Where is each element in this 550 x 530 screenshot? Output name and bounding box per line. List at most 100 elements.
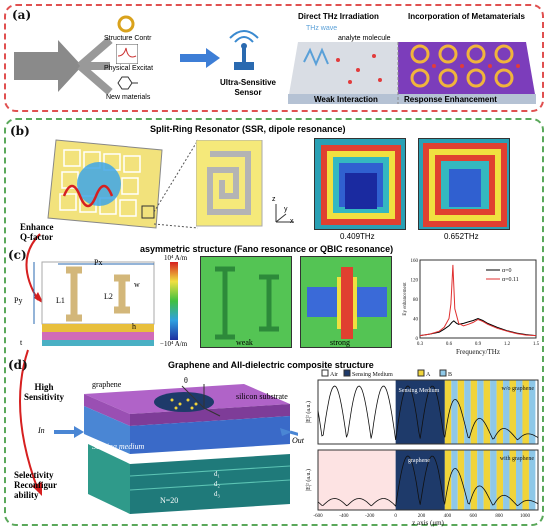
input-arrows — [14, 36, 113, 96]
material-lattice-icon — [117, 76, 138, 90]
y-tick-label: 80 — [413, 298, 419, 303]
structure-ring-icon — [117, 15, 135, 33]
sensor-label-line2: Sensor — [234, 88, 262, 97]
layer-b — [516, 450, 523, 510]
layer-b — [528, 380, 536, 444]
colorbar — [170, 262, 178, 340]
selectivity-line2: Reconfigur — [14, 480, 57, 490]
y-tick-label: 120 — [411, 279, 419, 284]
layer-b — [503, 380, 510, 444]
direct-title: Direct THz Irradiation — [298, 12, 379, 21]
excitation-plot-icon — [116, 44, 138, 64]
layer-a — [444, 450, 452, 510]
layer-a — [496, 380, 504, 444]
w-label: w — [134, 280, 140, 289]
enhance-line1: Enhance — [20, 222, 54, 232]
field-map-strong — [300, 256, 392, 348]
legend-swatch-3 — [439, 369, 447, 377]
l2-label: L2 — [104, 292, 113, 301]
legend-line-top: w/o graphene — [502, 386, 535, 392]
series-line-0 — [419, 317, 537, 337]
axis-y-label: y — [284, 206, 288, 213]
x-tick-label: -400 — [339, 514, 349, 519]
layer-b — [516, 380, 523, 444]
silicon-substrate-label: silicon substrate — [236, 392, 288, 401]
asym-unit-cell — [33, 261, 155, 346]
composite-device — [54, 384, 298, 514]
enhance-line2: Q-factor — [20, 232, 53, 242]
px-label: Px — [94, 258, 103, 267]
input-label-physical: Physical Excitat — [104, 65, 154, 72]
zoom-lines — [153, 139, 199, 229]
layer-a — [496, 450, 504, 510]
colorbar-top-label: 10⁴ A/m — [164, 254, 188, 262]
annotation-graphene: graphene — [408, 458, 430, 464]
legend-label-1: α=0.11 — [502, 277, 519, 283]
srr-array — [47, 139, 163, 229]
layer-b — [477, 450, 484, 510]
n20-label: N=20 — [160, 496, 179, 505]
wave-with-graphene — [317, 455, 539, 507]
high-sensitivity-label: High Sensitivity — [24, 382, 64, 402]
py-label: Py — [14, 296, 23, 305]
axis-z-label: z — [272, 196, 276, 203]
layer-b — [451, 450, 458, 510]
legend-swatch-0 — [321, 369, 329, 377]
layer-a — [522, 450, 529, 510]
legend-label-0: α=0 — [502, 268, 512, 274]
h-label: h — [132, 322, 136, 331]
layer-b — [477, 380, 484, 444]
legend-line-bottom: with graphene — [500, 456, 534, 462]
thz-wave-label: THz wave — [306, 25, 338, 32]
srr-unit-cell — [196, 140, 263, 227]
legend-swatch-2 — [417, 369, 425, 377]
x-tick-label: 1000 — [520, 514, 531, 519]
d2-label: d₂ — [214, 480, 220, 488]
colorbar-bottom-label: −10⁴ A/m — [160, 340, 188, 348]
layer-b — [490, 380, 497, 444]
panel-c-tag: (c) — [8, 248, 27, 262]
x-tick-label: 0.3 — [417, 342, 424, 347]
panel-d-title: Graphene and All-dielectric composite st… — [168, 360, 374, 370]
layer-a — [483, 450, 491, 510]
plot-frame — [317, 449, 539, 511]
y-tick-label: 160 — [411, 259, 419, 264]
annotation-sensing: Sensing Medium — [399, 388, 440, 394]
panel-b-frame — [4, 118, 544, 526]
d3-label: d₃ — [214, 490, 220, 498]
air-region — [318, 380, 396, 444]
y-axis-label: Ey enhancement — [403, 282, 408, 316]
selectivity-line3: ability — [14, 490, 39, 500]
sensing-medium-label: Sensing medium — [92, 442, 145, 451]
panel-d-tag: (d) — [8, 358, 28, 372]
series-line-1 — [419, 264, 537, 337]
sensor-label: Ultra-Sensitive Sensor — [218, 78, 278, 98]
panel-c-title: asymmetric structure (Fano resonance or … — [140, 244, 394, 254]
d1-label: d₁ — [214, 470, 220, 478]
layer-a — [509, 380, 516, 444]
sensor-label-line1: Ultra-Sensitive — [219, 78, 277, 87]
layer-a — [522, 380, 529, 444]
x-tick-label: -200 — [365, 514, 375, 519]
layer-b — [464, 380, 471, 444]
legend-label-1: Sensing Medium — [352, 372, 393, 378]
strong-label: strong — [330, 338, 350, 347]
x-tick-label: 200 — [418, 514, 426, 519]
y-axis-label-bottom: |E|² (a.u.) — [305, 469, 312, 491]
air-region — [318, 450, 396, 510]
legend-label-2: A — [426, 372, 431, 378]
layer-a — [483, 380, 491, 444]
x-tick-label: 0.9 — [475, 342, 482, 347]
sensing-region — [395, 450, 445, 510]
sensor-icon — [229, 30, 259, 70]
response-enhancement-label: Response Enhancement — [404, 95, 497, 104]
freq-label-409: 0.409THz — [340, 232, 375, 241]
x-tick-label: 800 — [495, 514, 503, 519]
sensitivity-line2: Sensitivity — [24, 392, 65, 402]
x-axis-label: z axis (μm) — [412, 519, 444, 527]
y-axis-label-top: |E|² (a.u.) — [305, 401, 312, 423]
panel-b-tag: (b) — [10, 124, 30, 138]
field-map-652 — [418, 138, 510, 230]
x-tick-label: 600 — [470, 514, 478, 519]
